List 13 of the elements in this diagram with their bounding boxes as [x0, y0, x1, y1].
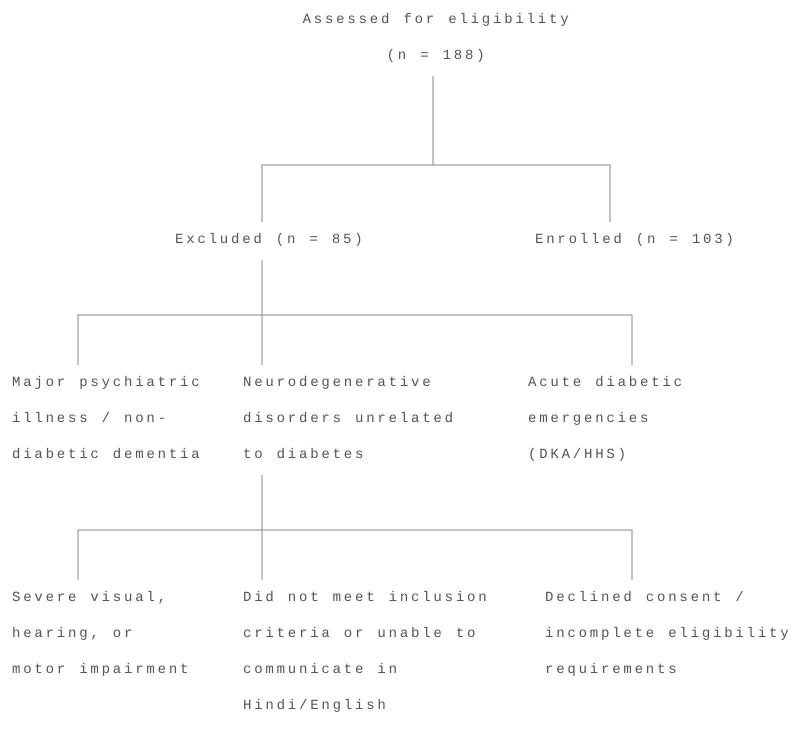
connector-line [432, 76, 610, 222]
step-text: Did not meet inclusion criteria or unable to communicate in Hindi/English [243, 589, 490, 716]
step-text: Major psychiatric illness / non-diabetic dementia [12, 374, 204, 465]
step-text: Neurodegenerative disorders unrelated to diabetes [243, 374, 457, 465]
step-text: Declined consent / incomplete eligibility requirements [545, 589, 792, 680]
step-text: Excluded (n = 85) [175, 231, 366, 250]
connector-line [262, 260, 632, 366]
step-text: Acute diabetic emergencies (DKA/HHS) [528, 374, 686, 465]
step-text: Enrolled (n = 103) [535, 231, 738, 250]
step-text: Severe visual, hearing, or motor impairment [12, 589, 192, 680]
connector-line [262, 474, 632, 580]
step-text: Assessed for eligibility [302, 11, 572, 30]
step-text: (n = 188) [386, 47, 488, 66]
